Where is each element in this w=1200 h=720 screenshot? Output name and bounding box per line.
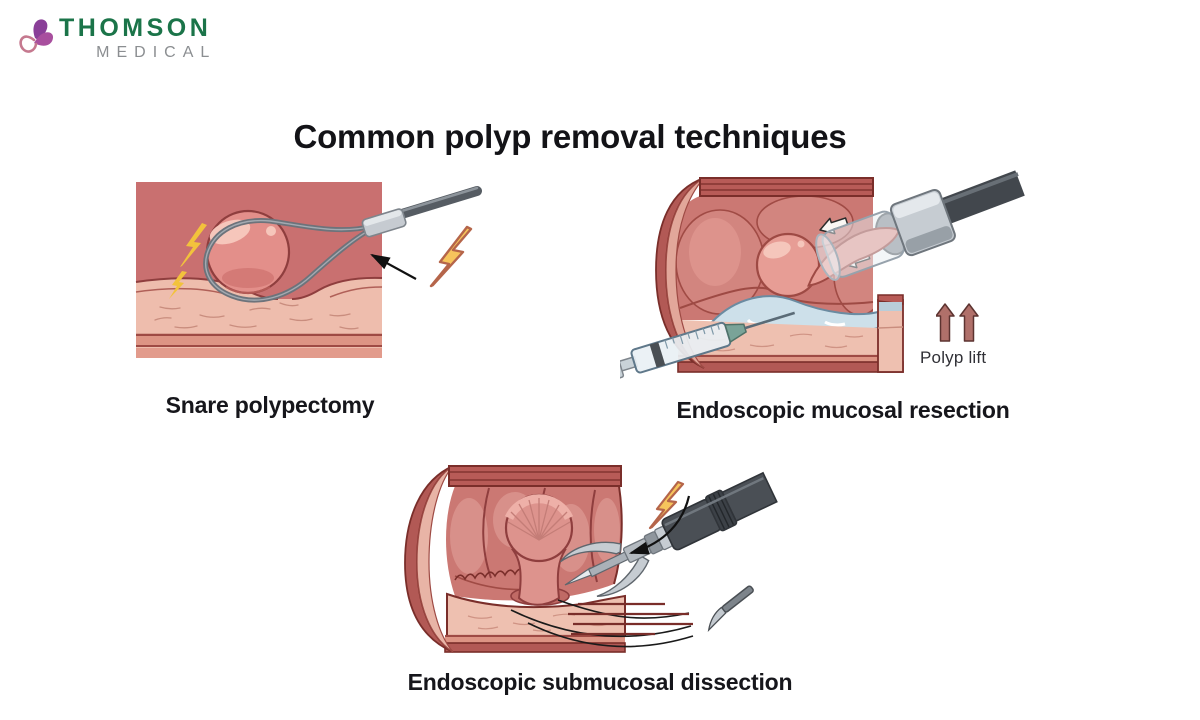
polyp: [504, 493, 574, 606]
cut-face: [877, 294, 904, 373]
figure-caption-esd: Endoscopic submucosal dissection: [407, 669, 793, 695]
emr-illustration: [620, 170, 1025, 379]
snare-catheter: [361, 186, 482, 238]
figure-caption-emr: Endoscopic mucosal resection: [676, 397, 1010, 423]
colon-top-band: [699, 177, 874, 197]
snare-loop-icon: [203, 218, 377, 303]
lightning-icon: [169, 223, 207, 299]
esd-illustration: [404, 465, 778, 653]
polyp-lift-label: Polyp lift: [920, 348, 987, 367]
polyp-lift-annotation: Polyp lift: [920, 303, 1030, 368]
figure-snare-polypectomy: Snare polypectomy: [130, 175, 520, 425]
polyp-lift-arrow-icon: [936, 303, 979, 342]
dissection-sweep-lines: [510, 599, 694, 648]
lightning-icon: [648, 480, 685, 530]
logo-division-name: MEDICAL: [96, 43, 217, 61]
lightning-icon: [429, 225, 473, 288]
page-title: Common polyp removal techniques: [293, 118, 847, 156]
figure-endoscopic-mucosal-resection: Endoscopic mucosal resection: [620, 170, 1032, 435]
cut-hatch-marks: [568, 602, 693, 636]
colon-wall-rim: [404, 465, 454, 653]
endoscope-icon: [807, 170, 1025, 287]
mucosa-cross-section: [135, 182, 383, 358]
logo-company-name: THOMSON: [59, 14, 212, 42]
figure-caption-snare: Snare polypectomy: [165, 392, 375, 418]
scalpel-icon: [707, 585, 754, 632]
injection-syringe: [620, 311, 796, 379]
figure-endoscopic-submucosal-dissection: Endoscopic submucosal dissection: [393, 458, 793, 708]
esd-knife-endoscope: [559, 471, 778, 598]
butterfly-logo-icon: [19, 19, 54, 53]
curved-arrow-icon: [628, 495, 691, 555]
thomson-medical-logo: THOMSON MEDICAL: [18, 14, 211, 61]
pointer-arrow-icon: [370, 253, 417, 280]
snare-polypectomy-illustration: [135, 182, 482, 358]
colon-wall-rim: [655, 177, 705, 369]
mucosal-fold-edge: [454, 568, 526, 581]
polyp: [755, 232, 821, 298]
colon-top-band: [448, 465, 622, 487]
